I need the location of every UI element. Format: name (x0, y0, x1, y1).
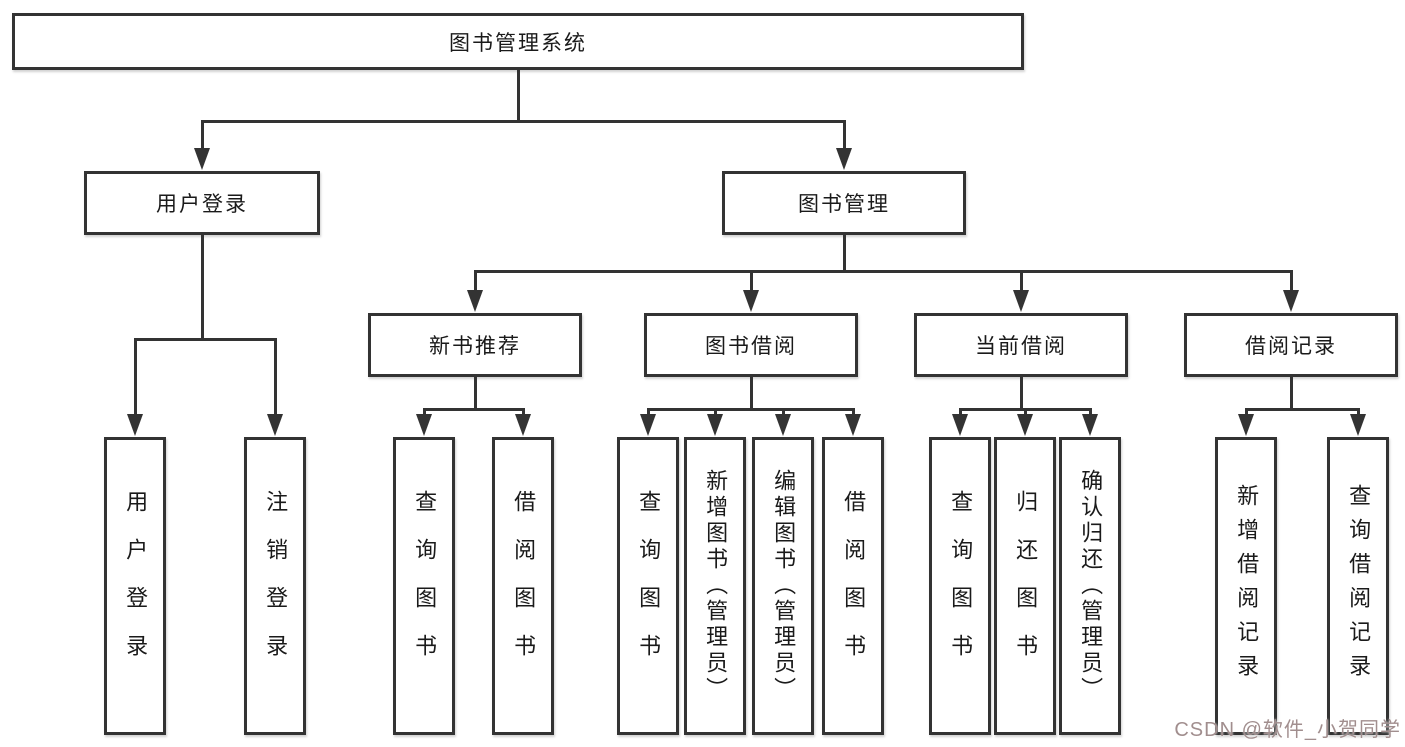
leaf-borrow-books-recommend-label: 借阅图书 (511, 490, 537, 682)
connector-line (1245, 408, 1248, 416)
leaf-query-books-borrowing-label: 查询图书 (636, 490, 662, 682)
connector-line (1020, 270, 1023, 290)
connector-line (1089, 408, 1092, 416)
arrow-down-icon (836, 148, 852, 170)
leaf-query-books-recommend: 查询图书 (393, 437, 455, 735)
connector-line (474, 270, 1293, 273)
connector-line (134, 338, 277, 341)
connector-line (750, 270, 753, 290)
connector-line (750, 377, 753, 408)
arrow-down-icon (194, 148, 210, 170)
node-current-borrowing: 当前借阅 (914, 313, 1128, 377)
connector-line (423, 408, 525, 411)
arrow-down-icon (127, 414, 143, 436)
connector-line (843, 120, 846, 150)
arrow-down-icon (467, 290, 483, 312)
leaf-query-borrow-record-label: 查询借阅记录 (1346, 484, 1372, 688)
arrow-down-icon (1283, 290, 1299, 312)
leaf-query-books-current-label: 查询图书 (948, 490, 974, 682)
leaf-edit-book-admin: 编辑图书（管理员） (752, 437, 814, 735)
arrow-down-icon (640, 414, 656, 436)
leaf-confirm-return-admin-label: 确认归还（管理员） (1078, 469, 1104, 703)
arrow-down-icon (1017, 414, 1033, 436)
leaf-query-books-recommend-label: 查询图书 (412, 490, 438, 682)
node-borrowing-records: 借阅记录 (1184, 313, 1398, 377)
connector-line (201, 235, 204, 338)
connector-line (517, 70, 520, 120)
connector-line (1024, 408, 1027, 416)
leaf-logout-label: 注销登录 (263, 490, 289, 682)
leaf-borrow-books-recommend: 借阅图书 (492, 437, 554, 735)
leaf-query-borrow-record: 查询借阅记录 (1327, 437, 1389, 735)
node-new-book-recommendation-label: 新书推荐 (429, 335, 521, 358)
node-user-login: 用户登录 (84, 171, 320, 235)
leaf-query-books-borrowing: 查询图书 (617, 437, 679, 735)
connector-line (782, 408, 785, 416)
connector-line (134, 338, 137, 415)
arrow-down-icon (1238, 414, 1254, 436)
arrow-down-icon (515, 414, 531, 436)
arrow-down-icon (952, 414, 968, 436)
node-user-login-label: 用户登录 (156, 193, 248, 216)
leaf-confirm-return-admin: 确认归还（管理员） (1059, 437, 1121, 735)
connector-line (852, 408, 855, 416)
connector-line (714, 408, 717, 416)
arrow-down-icon (845, 414, 861, 436)
node-current-borrowing-label: 当前借阅 (975, 335, 1067, 358)
leaf-logout: 注销登录 (244, 437, 306, 735)
arrow-down-icon (1350, 414, 1366, 436)
leaf-borrow-books-borrowing-label: 借阅图书 (841, 490, 867, 682)
arrow-down-icon (267, 414, 283, 436)
node-book-borrowing-label: 图书借阅 (705, 335, 797, 358)
connector-line (423, 408, 426, 416)
arrow-down-icon (1013, 290, 1029, 312)
connector-line (522, 408, 525, 416)
node-root-label: 图书管理系统 (449, 31, 587, 55)
connector-line (201, 120, 846, 123)
connector-line (959, 408, 962, 416)
node-book-borrowing: 图书借阅 (644, 313, 858, 377)
csdn-watermark: CSDN @软件_小贺同学 (1174, 719, 1401, 741)
arrow-down-icon (707, 414, 723, 436)
connector-line (474, 377, 477, 408)
arrow-down-icon (416, 414, 432, 436)
leaf-add-borrow-record-label: 新增借阅记录 (1234, 484, 1260, 688)
connector-line (1020, 377, 1023, 408)
leaf-borrow-books-borrowing: 借阅图书 (822, 437, 884, 735)
connector-line (647, 408, 855, 411)
leaf-user-login-label: 用户登录 (123, 490, 149, 682)
connector-line (1357, 408, 1360, 416)
arrow-down-icon (1082, 414, 1098, 436)
connector-line (647, 408, 650, 416)
node-book-management: 图书管理 (722, 171, 966, 235)
leaf-edit-book-admin-label: 编辑图书（管理员） (771, 469, 797, 703)
leaf-return-book: 归还图书 (994, 437, 1056, 735)
connector-line (843, 235, 846, 270)
leaf-return-book-label: 归还图书 (1013, 490, 1039, 682)
leaf-add-borrow-record: 新增借阅记录 (1215, 437, 1277, 735)
leaf-add-book-admin: 新增图书（管理员） (684, 437, 746, 735)
arrow-down-icon (775, 414, 791, 436)
node-book-management-label: 图书管理 (798, 193, 890, 216)
leaf-add-book-admin-label: 新增图书（管理员） (703, 469, 729, 703)
connector-line (1245, 408, 1360, 411)
connector-line (274, 338, 277, 415)
node-root: 图书管理系统 (12, 13, 1024, 70)
connector-line (1290, 377, 1293, 408)
connector-line (474, 270, 477, 290)
arrow-down-icon (743, 290, 759, 312)
node-borrowing-records-label: 借阅记录 (1245, 335, 1337, 358)
leaf-query-books-current: 查询图书 (929, 437, 991, 735)
leaf-user-login: 用户登录 (104, 437, 166, 735)
node-new-book-recommendation: 新书推荐 (368, 313, 582, 377)
connector-line (1290, 270, 1293, 290)
connector-line (201, 120, 204, 150)
